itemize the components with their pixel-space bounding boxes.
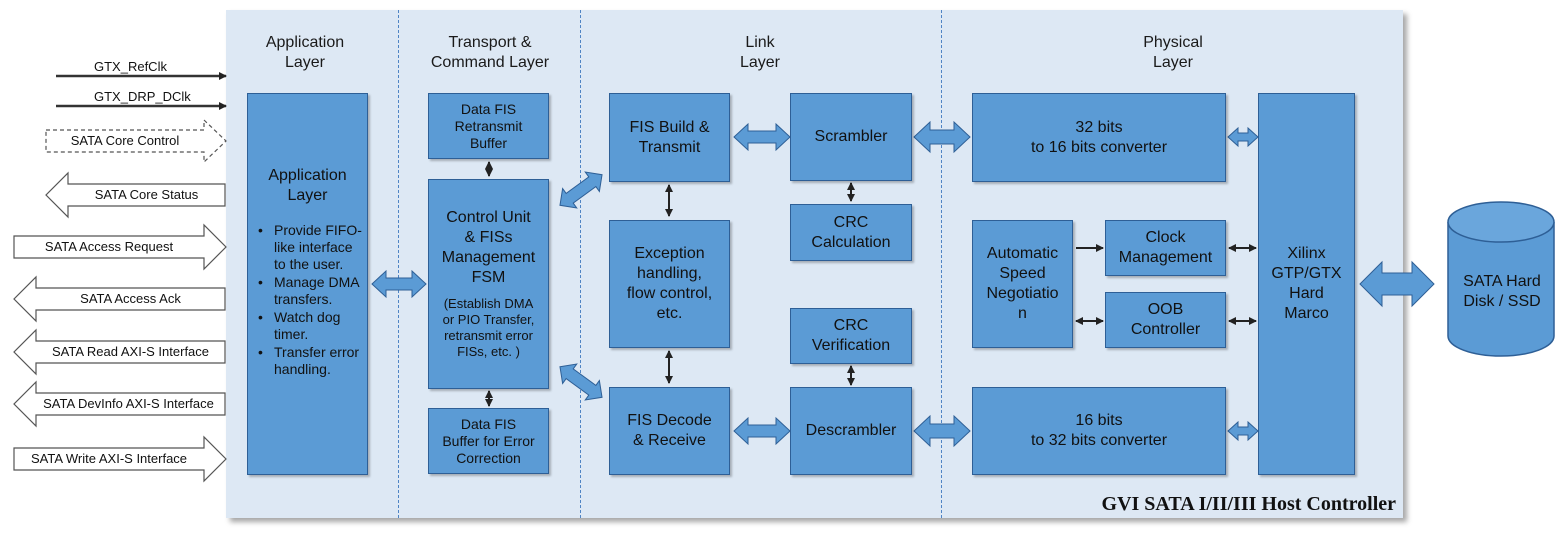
- converter-32-16-text: 32 bits to 16 bits converter: [1030, 118, 1168, 156]
- signal-label-write-axis: SATA Write AXI-S Interface: [30, 451, 188, 466]
- crc-calculation-text: CRC Calculation: [811, 213, 891, 251]
- signal-label-access-request: SATA Access Request: [44, 239, 174, 254]
- retransmit-buffer-block: Data FIS Retransmit Buffer: [428, 93, 549, 159]
- converter-16-32-text: 16 bits to 32 bits converter: [1030, 412, 1168, 449]
- application-bullet: Watch dog timer.: [256, 309, 363, 343]
- scrambler-text: Scrambler: [814, 128, 888, 145]
- converter-xilinx-arrow-top: [1227, 126, 1259, 148]
- control-unit-note: (Establish DMA or PIO Transfer, retransm…: [442, 296, 535, 359]
- signal-label-gtx-refclk: GTX_RefClk: [94, 59, 167, 74]
- fisdecode-descrambler-arrow: [733, 416, 791, 446]
- application-bullet: Manage DMA transfers.: [256, 274, 363, 308]
- crc-verification-block: CRC Verification: [790, 308, 912, 364]
- layer-title-physical: Physical Layer: [1113, 33, 1233, 73]
- signal-label-core-status: SATA Core Status: [94, 187, 199, 202]
- disk-cylinder-icon: [1447, 201, 1555, 357]
- application-layer-block: Application Layer Provide FIFO-like inte…: [247, 93, 368, 475]
- oob-controller-text: OOB Controller: [1130, 301, 1201, 338]
- clock-management-text: Clock Management: [1118, 229, 1213, 266]
- layer-title-application-text: Application Layer: [265, 34, 345, 71]
- auto-speed-text: Automatic Speed Negotiatio n: [986, 245, 1059, 322]
- layer-title-physical-text: Physical Layer: [1143, 34, 1203, 71]
- fis-build-block: FIS Build & Transmit: [609, 93, 730, 182]
- app-transport-arrow: [371, 269, 427, 299]
- application-bullet: Provide FIFO-like interface to the user.: [256, 222, 363, 273]
- layer-divider-3: [941, 10, 942, 518]
- signal-label-read-axis: SATA Read AXI-S Interface: [51, 344, 210, 359]
- layer-title-link-text: Link Layer: [739, 34, 781, 71]
- sata-write-axis-arrow: [13, 435, 227, 483]
- error-buffer-block: Data FIS Buffer for Error Correction: [428, 408, 549, 474]
- fis-decode-text: FIS Decode & Receive: [627, 412, 712, 449]
- control-unit-text: Control Unit & FISs Management FSM: [441, 209, 536, 286]
- scrambler-converter-arrow: [913, 120, 971, 154]
- oob-controller-block: OOB Controller: [1105, 292, 1226, 348]
- signal-label-core-control: SATA Core Control: [70, 133, 180, 148]
- host-controller-title: GVI SATA I/II/III Host Controller: [1101, 493, 1396, 515]
- descrambler-text: Descrambler: [805, 422, 897, 439]
- converter-16-32-block: 16 bits to 32 bits converter: [972, 387, 1226, 475]
- layer-divider-2: [580, 10, 581, 518]
- error-buffer-text: Data FIS Buffer for Error Correction: [442, 415, 535, 466]
- descrambler-converter-arrow: [913, 414, 971, 448]
- application-bullet-list: Provide FIFO-like interface to the user.…: [248, 222, 367, 379]
- application-bullet: Transfer error handling.: [256, 344, 363, 378]
- fis-decode-block: FIS Decode & Receive: [609, 387, 730, 475]
- layer-title-link: Link Layer: [710, 33, 810, 73]
- layer-title-transport: Transport & Command Layer: [410, 33, 570, 73]
- fisbuild-scrambler-arrow: [733, 122, 791, 152]
- converter-xilinx-arrow-bottom: [1227, 420, 1259, 442]
- exception-block: Exception handling, flow control, etc.: [609, 220, 730, 348]
- retransmit-buffer-text: Data FIS Retransmit Buffer: [454, 100, 523, 151]
- crc-calculation-block: CRC Calculation: [790, 204, 912, 261]
- scrambler-block: Scrambler: [790, 93, 912, 181]
- sata-core-control-arrow: [45, 118, 227, 164]
- xilinx-disk-arrow: [1359, 260, 1435, 308]
- xilinx-gtp-gtx-text: Xilinx GTP/GTX Hard Marco: [1271, 245, 1342, 322]
- sata-core-status-arrow: [45, 171, 226, 219]
- descrambler-block: Descrambler: [790, 387, 912, 475]
- crc-verification-text: CRC Verification: [811, 317, 891, 354]
- control-unit-block: Control Unit & FISs Management FSM (Esta…: [428, 179, 549, 389]
- sata-read-axis-arrow: [13, 328, 226, 376]
- sata-access-request-arrow: [13, 223, 227, 271]
- exception-text: Exception handling, flow control, etc.: [626, 245, 713, 322]
- control-fisdecode-arrow: [559, 363, 603, 401]
- sata-devinfo-axis-arrow: [13, 380, 226, 428]
- disk-label: SATA Hard Disk / SSD: [1463, 273, 1541, 310]
- fis-build-text: FIS Build & Transmit: [629, 118, 710, 156]
- sata-access-ack-arrow: [13, 275, 226, 323]
- signal-label-access-ack: SATA Access Ack: [80, 291, 181, 306]
- control-fisbuild-arrow: [559, 171, 603, 209]
- signal-label-gtx-drp-dclk: GTX_DRP_DClk: [94, 89, 191, 104]
- layer-title-application: Application Layer: [245, 33, 365, 73]
- layer-title-transport-text: Transport & Command Layer: [430, 34, 550, 71]
- converter-32-16-block: 32 bits to 16 bits converter: [972, 93, 1226, 182]
- layer-divider-1: [398, 10, 399, 518]
- application-block-title: Application Layer: [268, 167, 347, 204]
- auto-speed-block: Automatic Speed Negotiatio n: [972, 220, 1073, 348]
- xilinx-gtp-gtx-block: Xilinx GTP/GTX Hard Marco: [1258, 93, 1355, 475]
- signal-label-devinfo-axis: SATA DevInfo AXI-S Interface: [43, 396, 214, 411]
- clock-management-block: Clock Management: [1105, 220, 1226, 276]
